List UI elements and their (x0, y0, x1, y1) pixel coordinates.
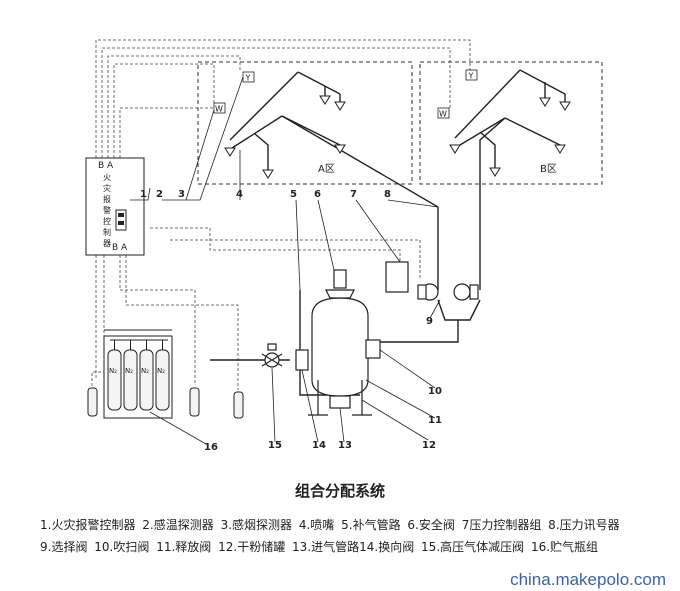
svg-text:警: 警 (103, 205, 111, 215)
legend-item: 12.干粉储罐 (218, 540, 286, 554)
nozzle-icon (224, 147, 236, 157)
zone-a-pipes (229, 71, 439, 208)
zone-b-label: B区 (540, 163, 557, 175)
pressure-controller-group (385, 261, 409, 293)
legend-row-1: 1.火灾报警控制器 2.感温探测器 3.感烟探测器 4.喷嘴 5.补气管路 6.… (40, 516, 670, 533)
svg-text:N₂: N₂ (125, 367, 133, 375)
heat-detector-b (437, 107, 450, 119)
svg-text:13: 13 (338, 440, 352, 451)
svg-text:报: 报 (103, 194, 111, 204)
controller-panel-icon (115, 209, 127, 231)
legend-item: 6.安全阀 (407, 518, 455, 532)
smoke-detector-b (465, 69, 478, 81)
legend-item: 5.补气管路 (341, 518, 401, 532)
svg-text:N₂: N₂ (157, 367, 165, 375)
zone-b-pipes (454, 69, 566, 210)
detector-tags: Y W Y W (213, 69, 478, 119)
svg-text:N₂: N₂ (109, 367, 117, 375)
nozzle-icon (334, 101, 346, 111)
svg-text:12: 12 (422, 440, 436, 451)
svg-text:6: 6 (314, 189, 321, 200)
svg-text:灾: 灾 (103, 183, 111, 193)
zone-a-box (197, 61, 413, 185)
legend-item: 1.火灾报警控制器 (40, 518, 136, 532)
legend-item: 16.贮气瓶组 (530, 540, 599, 554)
callouts: 1 2 3 4 5 6 7 8 9 10 11 12 13 14 15 16 (140, 189, 442, 453)
legend-item: 13.进气管路14.换向阀 (292, 540, 415, 554)
zone-a-nozzles (224, 95, 346, 179)
fire-alarm-controller (85, 157, 145, 256)
gas-cylinder (123, 349, 138, 411)
svg-text:16: 16 (204, 442, 218, 453)
svg-text:10: 10 (428, 386, 442, 397)
controller-bottom-tag: B A (112, 243, 128, 253)
svg-text:W: W (215, 105, 223, 114)
legend-item: 4.喷嘴 (298, 518, 335, 532)
controller-name: 火 灾 报 警 控 制 器 (103, 173, 111, 248)
signal-wires (91, 39, 471, 390)
nozzle-icon (559, 101, 571, 111)
legend-item: 9.选择阀 (40, 540, 88, 554)
legend-item: 15.高压气体减压阀 (421, 540, 525, 554)
cylinder-rack: N₂ N₂ N₂ N₂ (87, 329, 244, 419)
legend-row-2: 9.选择阀 10.吹扫阀 11.释放阀 12.干粉储罐 13.进气管路14.换向… (40, 538, 670, 555)
svg-text:器: 器 (103, 239, 111, 248)
small-cylinder (233, 391, 244, 419)
diagram-title: 组合分配系统 (294, 482, 385, 500)
callout-leaders (130, 76, 441, 445)
pressure-reducing-valve (261, 343, 283, 368)
svg-text:8: 8 (384, 189, 391, 200)
svg-text:控: 控 (103, 216, 111, 226)
nozzle-icon (334, 144, 346, 154)
svg-text:N₂: N₂ (141, 367, 149, 375)
nozzle-icon (539, 97, 551, 107)
safety-valve-icon (333, 269, 347, 289)
svg-text:7: 7 (350, 189, 357, 200)
zone-b-nozzles (449, 97, 571, 177)
legend-item: 11.释放阀 (156, 540, 212, 554)
svg-text:15: 15 (268, 440, 282, 451)
nozzle-icon (262, 169, 274, 179)
legend-item: 7压力控制器组 (461, 518, 542, 532)
zone-a-label: A区 (318, 163, 335, 175)
nozzle-icon (449, 144, 461, 154)
svg-text:W: W (439, 110, 447, 119)
svg-text:4: 4 (236, 189, 243, 200)
legend-item: 2.感温探测器 (142, 518, 214, 532)
svg-text:14: 14 (312, 440, 326, 451)
dry-powder-tank (295, 269, 381, 416)
zone-b-box (419, 61, 603, 185)
legend-item: 3.感烟探测器 (220, 518, 293, 532)
small-cylinder (189, 387, 200, 417)
svg-text:5: 5 (290, 189, 297, 200)
legend-item: 8.压力讯号器 (548, 518, 620, 532)
legend-item: 10.吹扫阀 (94, 540, 150, 554)
svg-text:11: 11 (428, 415, 442, 426)
svg-text:3: 3 (178, 189, 185, 200)
selection-valves (417, 283, 479, 301)
svg-text:2: 2 (156, 189, 163, 200)
nozzle-icon (319, 95, 331, 105)
svg-text:1: 1 (140, 189, 147, 200)
heat-detector-a (213, 102, 226, 114)
small-cylinder (87, 387, 98, 417)
svg-text:9: 9 (426, 316, 433, 327)
nozzle-icon (554, 144, 566, 154)
gas-cylinder (139, 349, 154, 411)
nozzle-icon (489, 167, 501, 177)
svg-text:火: 火 (103, 173, 111, 182)
gas-cylinder (107, 349, 122, 411)
svg-text:制: 制 (103, 227, 111, 237)
controller-top-tag: B A (98, 161, 114, 171)
svg-text:Y: Y (468, 72, 474, 81)
watermark: china.makepolo.com (510, 570, 666, 589)
svg-text:Y: Y (245, 74, 251, 83)
gas-cylinder (155, 349, 170, 411)
